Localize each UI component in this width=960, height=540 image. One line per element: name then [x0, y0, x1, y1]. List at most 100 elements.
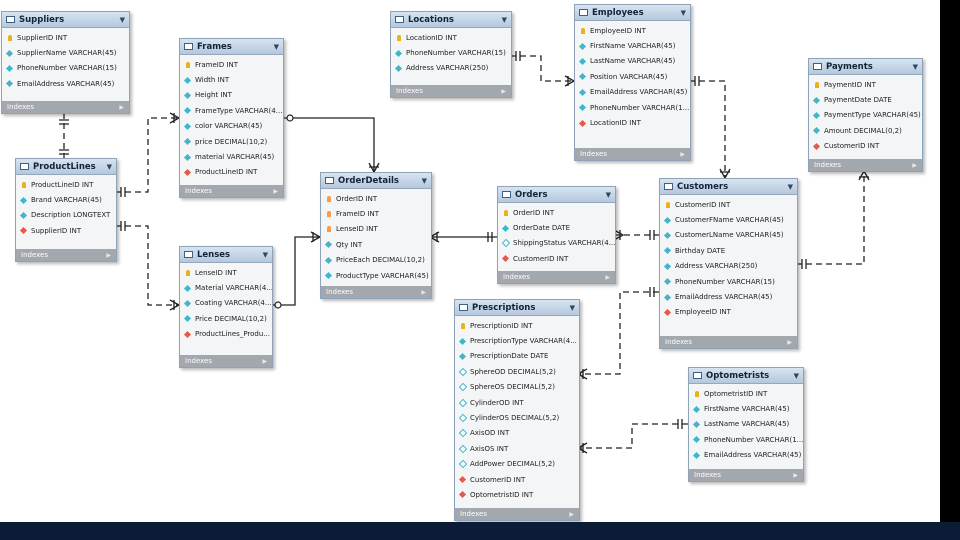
column-row[interactable]: PaymentType VARCHAR(45): [809, 108, 922, 123]
column-row[interactable]: material VARCHAR(45): [180, 149, 283, 164]
table-header[interactable]: Customers▼: [660, 179, 797, 195]
column-row[interactable]: CustomerID INT: [660, 197, 797, 212]
column-row[interactable]: Coating VARCHAR(4...: [180, 296, 272, 311]
column-row[interactable]: LastName VARCHAR(45): [575, 54, 690, 69]
column-row[interactable]: Brand VARCHAR(45): [16, 192, 116, 207]
expand-arrow-icon[interactable]: ▶: [912, 161, 917, 169]
column-row[interactable]: OptometristID INT: [455, 487, 579, 502]
collapse-caret-icon[interactable]: ▼: [501, 15, 507, 24]
column-row[interactable]: AxisOS INT: [455, 441, 579, 456]
column-row[interactable]: Description LONGTEXT: [16, 208, 116, 223]
indexes-footer[interactable]: Indexes▶: [391, 85, 511, 97]
column-row[interactable]: OptometristID INT: [689, 386, 803, 401]
column-row[interactable]: LocationID INT: [575, 115, 690, 130]
column-row[interactable]: ShippingStatus VARCHAR(4...: [498, 236, 615, 251]
table-header[interactable]: Optometrists▼: [689, 368, 803, 384]
expand-arrow-icon[interactable]: ▶: [793, 471, 798, 479]
table-header[interactable]: Orders▼: [498, 187, 615, 203]
table-header[interactable]: Locations▼: [391, 12, 511, 28]
column-row[interactable]: OrderDate DATE: [498, 220, 615, 235]
column-row[interactable]: EmailAddress VARCHAR(45): [689, 448, 803, 463]
column-row[interactable]: ProductLineID INT: [180, 165, 283, 180]
column-row[interactable]: EmailAddress VARCHAR(45): [2, 76, 129, 91]
column-row[interactable]: Address VARCHAR(250): [660, 259, 797, 274]
column-row[interactable]: Price DECIMAL(10,2): [180, 311, 272, 326]
column-row[interactable]: EmailAddress VARCHAR(45): [660, 289, 797, 304]
column-row[interactable]: OrderID INT: [498, 205, 615, 220]
expand-arrow-icon[interactable]: ▶: [569, 510, 574, 518]
column-row[interactable]: LastName VARCHAR(45): [689, 417, 803, 432]
column-row[interactable]: ProductLineID INT: [16, 177, 116, 192]
indexes-footer[interactable]: Indexes▶: [180, 355, 272, 367]
column-row[interactable]: SupplierID INT: [2, 30, 129, 45]
column-row[interactable]: Qty INT: [321, 237, 431, 252]
column-row[interactable]: ProductType VARCHAR(45): [321, 268, 431, 283]
collapse-caret-icon[interactable]: ▼: [605, 190, 611, 199]
column-row[interactable]: Width INT: [180, 72, 283, 87]
column-row[interactable]: LenseID INT: [180, 265, 272, 280]
column-row[interactable]: EmployeeID INT: [660, 305, 797, 320]
column-row[interactable]: PhoneNumber VARCHAR(1...: [575, 100, 690, 115]
expand-arrow-icon[interactable]: ▶: [273, 187, 278, 195]
expand-arrow-icon[interactable]: ▶: [501, 87, 506, 95]
indexes-footer[interactable]: Indexes▶: [455, 508, 579, 520]
column-row[interactable]: FirstName VARCHAR(45): [689, 401, 803, 416]
column-row[interactable]: PrescriptionID INT: [455, 318, 579, 333]
column-row[interactable]: ProductLines_Produ...: [180, 327, 272, 342]
indexes-footer[interactable]: Indexes▶: [16, 249, 116, 261]
column-row[interactable]: PrescriptionDate DATE: [455, 349, 579, 364]
column-row[interactable]: CustomerFName VARCHAR(45): [660, 212, 797, 227]
column-row[interactable]: LenseID INT: [321, 222, 431, 237]
column-row[interactable]: CustomerID INT: [455, 472, 579, 487]
column-row[interactable]: AddPower DECIMAL(5,2): [455, 457, 579, 472]
column-row[interactable]: PaymentDate DATE: [809, 92, 922, 107]
column-row[interactable]: SupplierName VARCHAR(45): [2, 45, 129, 60]
column-row[interactable]: FrameType VARCHAR(4...: [180, 103, 283, 118]
column-row[interactable]: PhoneNumber VARCHAR(15): [2, 61, 129, 76]
column-row[interactable]: FrameID INT: [180, 57, 283, 72]
column-row[interactable]: Amount DECIMAL(0,2): [809, 123, 922, 138]
column-row[interactable]: SphereOS DECIMAL(5,2): [455, 380, 579, 395]
indexes-footer[interactable]: Indexes▶: [2, 101, 129, 113]
expand-arrow-icon[interactable]: ▶: [421, 288, 426, 296]
column-row[interactable]: PhoneNumber VARCHAR(1...: [689, 432, 803, 447]
collapse-caret-icon[interactable]: ▼: [119, 15, 125, 24]
collapse-caret-icon[interactable]: ▼: [569, 303, 575, 312]
table-header[interactable]: OrderDetails▼: [321, 173, 431, 189]
indexes-footer[interactable]: Indexes▶: [689, 469, 803, 481]
table-header[interactable]: Employees▼: [575, 5, 690, 21]
collapse-caret-icon[interactable]: ▼: [421, 176, 427, 185]
indexes-footer[interactable]: Indexes▶: [575, 148, 690, 160]
column-row[interactable]: Address VARCHAR(250): [391, 61, 511, 76]
column-row[interactable]: CustomerID INT: [809, 139, 922, 154]
column-row[interactable]: PriceEach DECIMAL(10,2): [321, 253, 431, 268]
expand-arrow-icon[interactable]: ▶: [262, 357, 267, 365]
column-row[interactable]: PrescriptionType VARCHAR(4...: [455, 333, 579, 348]
collapse-caret-icon[interactable]: ▼: [680, 8, 686, 17]
collapse-caret-icon[interactable]: ▼: [106, 162, 112, 171]
indexes-footer[interactable]: Indexes▶: [660, 336, 797, 348]
column-row[interactable]: Position VARCHAR(45): [575, 69, 690, 84]
collapse-caret-icon[interactable]: ▼: [262, 250, 268, 259]
column-row[interactable]: PhoneNumber VARCHAR(15): [660, 274, 797, 289]
column-row[interactable]: Height INT: [180, 88, 283, 103]
column-row[interactable]: PhoneNumber VARCHAR(15): [391, 45, 511, 60]
column-row[interactable]: SphereOD DECIMAL(5,2): [455, 364, 579, 379]
column-row[interactable]: Material VARCHAR(4...: [180, 280, 272, 295]
collapse-caret-icon[interactable]: ▼: [912, 62, 918, 71]
expand-arrow-icon[interactable]: ▶: [119, 103, 124, 111]
indexes-footer[interactable]: Indexes▶: [498, 271, 615, 283]
column-row[interactable]: PaymentID INT: [809, 77, 922, 92]
column-row[interactable]: CylinderOS DECIMAL(5,2): [455, 410, 579, 425]
table-header[interactable]: Suppliers▼: [2, 12, 129, 28]
column-row[interactable]: price DECIMAL(10,2): [180, 134, 283, 149]
